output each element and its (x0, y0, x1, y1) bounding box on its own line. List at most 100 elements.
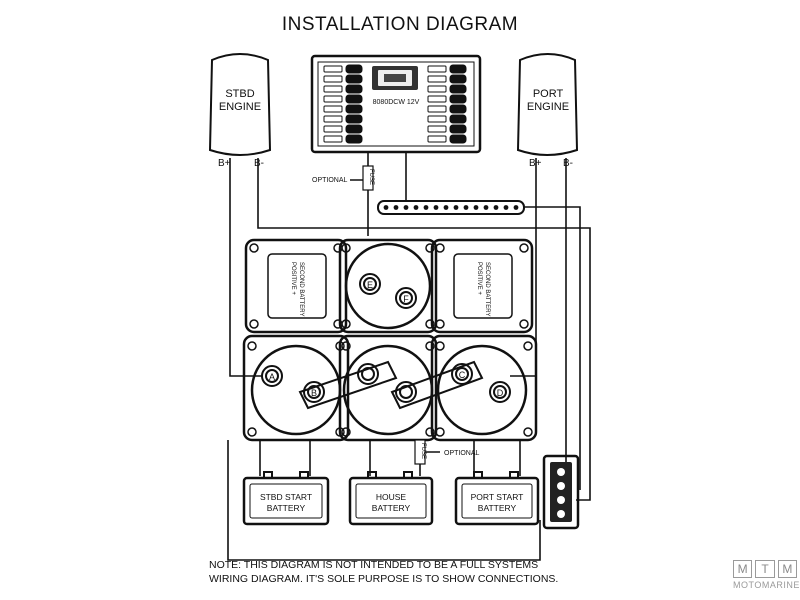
bus-bar-screw (433, 205, 439, 210)
mounting-screw (341, 243, 351, 253)
terminal-f: F (403, 294, 409, 304)
watermark-letter-2: T (755, 560, 775, 578)
breaker-switch (323, 64, 363, 74)
mounting-screw (341, 319, 351, 329)
bus-bar-screw (453, 205, 459, 210)
terminal-c: C (459, 370, 466, 380)
note-line-1: NOTE: THIS DIAGRAM IS NOT INTENDED TO BE… (209, 559, 539, 571)
port-engine (516, 53, 579, 156)
bus-bar-screw (423, 205, 429, 210)
mounting-screw (523, 427, 533, 437)
terminal-d: D (497, 388, 504, 398)
panel-fuse (362, 165, 374, 191)
bus-bar-screw (473, 205, 479, 210)
bus-bar-screw (383, 205, 389, 210)
bus-bar-screw (413, 205, 419, 210)
bus-bar-screw (393, 205, 399, 210)
stbd-engine-label-2: ENGINE (219, 101, 261, 113)
stbd-engine (208, 53, 272, 156)
diagram-title: INSTALLATION DIAGRAM (281, 14, 519, 35)
watermark-letter-3: M (777, 560, 797, 578)
terminal-e: E (367, 280, 373, 290)
breaker-switch (427, 124, 467, 134)
bus-bar-screw (513, 205, 519, 210)
breaker-switch (427, 104, 467, 114)
breaker-switch (427, 114, 467, 124)
house-battery (348, 471, 434, 526)
dc-breaker-panel: 8080DCW 12V (310, 54, 482, 154)
mounting-screw (435, 319, 445, 329)
house-fuse-label: FUSE (420, 443, 426, 459)
house-battery-label-1: HOUSE (376, 492, 407, 502)
mounting-screw (247, 427, 257, 437)
panel-model-label: 8080DCW 12V (373, 99, 420, 106)
mounting-screw (335, 427, 345, 437)
mounting-screw (425, 243, 435, 253)
breaker-switch (323, 124, 363, 134)
bus-bar-screw (483, 205, 489, 210)
breaker-switch (323, 94, 363, 104)
house-fuse (414, 439, 426, 465)
port-engine-label-1: PORT (533, 88, 564, 100)
watermark-letter-1: M (733, 560, 753, 578)
right-plaque-text-1: SECOND BATTERY (484, 262, 490, 316)
breaker-switch (427, 94, 467, 104)
wiring (227, 152, 591, 561)
breaker-switch (323, 74, 363, 84)
port-battery-label-1: PORT START (471, 492, 524, 502)
breaker-switch (323, 104, 363, 114)
motomarine-watermark: M T M MOTOMARINE (733, 560, 800, 590)
mounting-screw (519, 319, 529, 329)
breaker-switch (323, 114, 363, 124)
mounting-screw (247, 341, 257, 351)
port-engine-neg-label: B- (563, 158, 573, 169)
breaker-switch (427, 74, 467, 84)
battery-switch-module: SECOND BATTERY POSITIVE + SECOND BATTERY… (242, 238, 538, 442)
diagram-note: NOTE: THIS DIAGRAM IS NOT INTENDED TO BE… (209, 558, 558, 586)
watermark-brand: MOTOMARINE (733, 580, 800, 590)
breaker-switch (427, 64, 467, 74)
mounting-screw (425, 341, 435, 351)
terminal-b: B (311, 388, 317, 398)
mounting-screw (435, 341, 445, 351)
note-line-2: WIRING DIAGRAM. IT'S SOLE PURPOSE IS TO … (209, 573, 559, 585)
port-battery-label-2: BATTERY (478, 503, 517, 513)
bus-bar-screw (443, 205, 449, 210)
stbd-start-battery (242, 471, 330, 526)
bus-bar-screw (493, 205, 499, 210)
right-plaque-text-2: POSITIVE + (476, 262, 482, 295)
bus-bar-screw (503, 205, 509, 210)
left-plaque-text-1: SECOND BATTERY (298, 262, 304, 316)
mounting-screw (435, 427, 445, 437)
mounting-screw (335, 341, 345, 351)
stbd-engine-label-1: STBD (225, 88, 254, 100)
breaker-switch (323, 134, 363, 144)
mounting-screw (425, 427, 435, 437)
stbd-engine-pos-label: B+ (218, 158, 231, 169)
house-battery-label-2: BATTERY (372, 503, 411, 513)
breaker-switch (427, 134, 467, 144)
left-plaque-text-2: POSITIVE + (290, 262, 296, 295)
mounting-screw (341, 427, 351, 437)
mounting-screw (249, 243, 259, 253)
mounting-screw (341, 341, 351, 351)
panel-optional-label: OPTIONAL (312, 177, 348, 184)
port-start-battery (454, 471, 540, 526)
mounting-screw (425, 319, 435, 329)
bus-bar-screw (403, 205, 409, 210)
terminal-block (542, 454, 580, 530)
breaker-switch (323, 84, 363, 94)
stbd-battery-label-2: BATTERY (267, 503, 306, 513)
mounting-screw (249, 319, 259, 329)
mounting-screw (523, 341, 533, 351)
negative-bus-bar (377, 200, 525, 215)
breaker-switch (427, 84, 467, 94)
stbd-battery-label-1: STBD START (260, 492, 312, 502)
terminal-a: A (269, 372, 275, 382)
panel-fuse-label: FUSE (368, 169, 374, 185)
mounting-screw (519, 243, 529, 253)
house-optional-label: OPTIONAL (444, 450, 480, 457)
mounting-screw (435, 243, 445, 253)
stbd-engine-neg-label: B- (254, 158, 264, 169)
